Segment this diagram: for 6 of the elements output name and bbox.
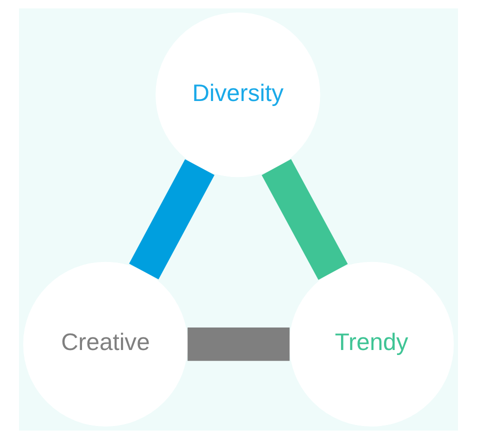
- node-circle: Diversity: [156, 12, 320, 178]
- connector: [262, 159, 348, 280]
- connector: [188, 327, 290, 361]
- connector: [129, 159, 214, 280]
- node-circle: Trendy: [289, 262, 454, 426]
- node-circle: Creative: [23, 262, 188, 426]
